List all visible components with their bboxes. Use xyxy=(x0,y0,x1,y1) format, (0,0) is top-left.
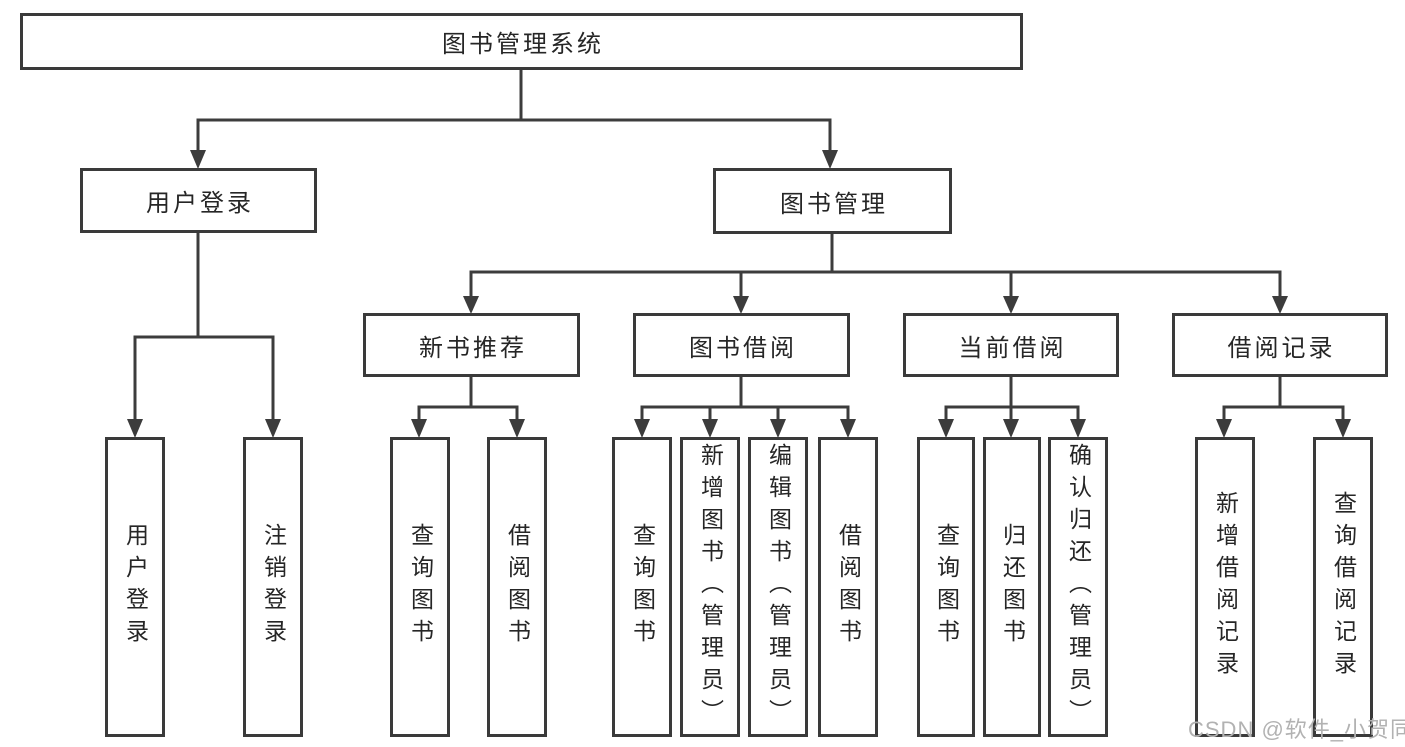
leaf-label: 查询借阅记录 xyxy=(1330,491,1357,683)
node-book-borrowing: 图书借阅 xyxy=(633,313,850,377)
leaf-label: 查询图书 xyxy=(629,523,656,651)
leaf-label: 借阅图书 xyxy=(504,523,531,651)
leaf-label: 归还图书 xyxy=(999,523,1026,651)
node-label: 用户登录 xyxy=(146,190,254,217)
leaf-return-books: 归还图书 xyxy=(983,437,1041,737)
node-label: 当前借阅 xyxy=(958,334,1067,362)
node-label: 图书管理 xyxy=(780,190,888,218)
node-borrowing-records: 借阅记录 xyxy=(1172,313,1388,377)
leaf-label: 用户登录 xyxy=(122,523,149,651)
leaf-query-borrow-record: 查询借阅记录 xyxy=(1313,437,1373,737)
leaf-borrow-books: 借阅图书 xyxy=(487,437,547,737)
leaf-query-books: 查询图书 xyxy=(390,437,450,737)
node-label: 新书推荐 xyxy=(419,334,527,362)
csdn-watermark: CSDN @软件_小贺同学 xyxy=(1188,717,1405,742)
leaf-label: 注销登录 xyxy=(260,523,287,651)
node-user-login: 用户登录 xyxy=(80,168,317,233)
node-book-management: 图书管理 xyxy=(713,168,952,234)
leaf-label: 新增借阅记录 xyxy=(1212,491,1239,683)
leaf-logout: 注销登录 xyxy=(243,437,303,737)
leaf-confirm-return-admin: 确认归还（管理员） xyxy=(1048,437,1108,737)
node-library-management-system: 图书管理系统 xyxy=(20,13,1023,70)
node-label: 借阅记录 xyxy=(1227,334,1336,362)
leaf-user-login: 用户登录 xyxy=(105,437,165,737)
leaf-label: 借阅图书 xyxy=(835,523,862,651)
node-new-book-recommendation: 新书推荐 xyxy=(363,313,580,377)
node-current-borrowing: 当前借阅 xyxy=(903,313,1119,377)
leaf-add-books-admin: 新增图书（管理员） xyxy=(680,437,740,737)
leaf-label: 确认归还（管理员） xyxy=(1065,443,1092,731)
leaf-query-books: 查询图书 xyxy=(612,437,672,737)
leaf-label: 新增图书（管理员） xyxy=(697,443,724,731)
leaf-label: 编辑图书（管理员） xyxy=(765,443,792,731)
leaf-edit-books-admin: 编辑图书（管理员） xyxy=(748,437,808,737)
leaf-label: 查询图书 xyxy=(933,523,960,651)
leaf-add-borrow-record: 新增借阅记录 xyxy=(1195,437,1255,737)
node-label: 图书借阅 xyxy=(689,334,797,362)
node-label: 图书管理系统 xyxy=(442,31,604,58)
leaf-borrow-books: 借阅图书 xyxy=(818,437,878,737)
leaf-query-books: 查询图书 xyxy=(917,437,975,737)
leaf-label: 查询图书 xyxy=(407,523,434,651)
